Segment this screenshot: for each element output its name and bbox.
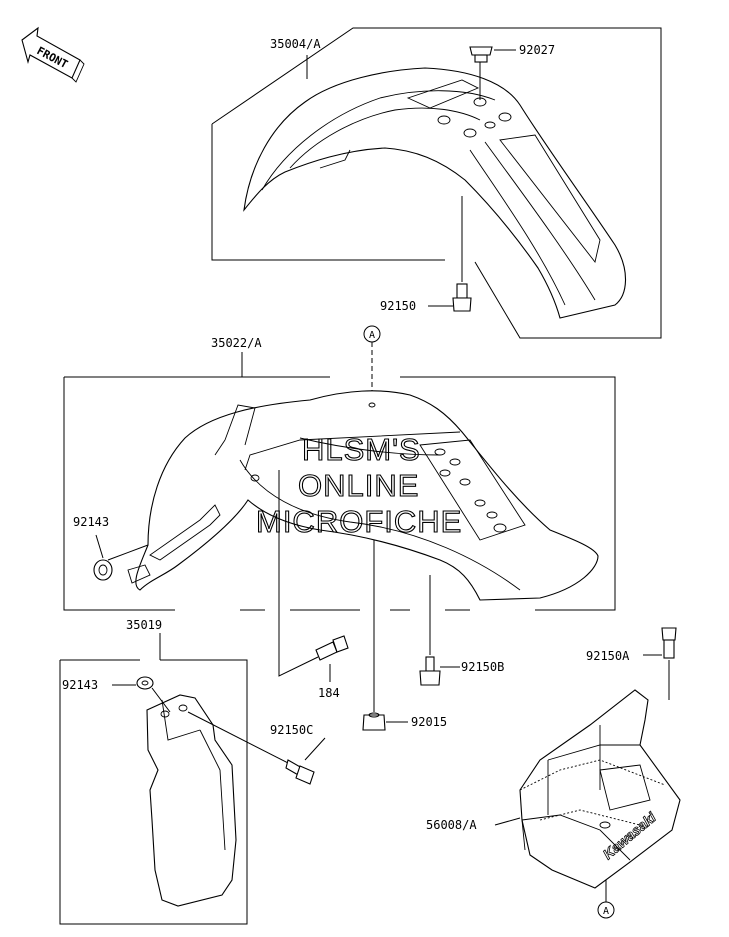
svg-text:ONLINE: ONLINE bbox=[298, 468, 419, 503]
ref-marker-a-bottom: A bbox=[597, 880, 615, 919]
part-92143-guard-label: 92143 bbox=[62, 678, 98, 692]
svg-text:HLSM'S: HLSM'S bbox=[302, 432, 421, 467]
front-arrow-icon: FRONT bbox=[21, 26, 85, 83]
part-92143-top-label: 92143 bbox=[73, 515, 109, 529]
part-35022-label: 35022/A bbox=[211, 336, 262, 350]
part-92015-label: 92015 bbox=[411, 715, 447, 729]
part-92027-label: 92027 bbox=[519, 43, 555, 57]
front-fender-lower bbox=[63, 376, 616, 611]
svg-text:A: A bbox=[603, 906, 609, 917]
part-184-label: 184 bbox=[318, 686, 340, 700]
ref-marker-a-top: A bbox=[363, 325, 381, 405]
fork-guard bbox=[59, 633, 326, 925]
part-56008-label: 56008/A bbox=[426, 818, 477, 832]
part-92150a-label: 92150A bbox=[586, 649, 630, 663]
nut-92015 bbox=[362, 540, 408, 731]
part-35019-label: 35019 bbox=[126, 618, 162, 632]
bolt-184 bbox=[278, 470, 349, 682]
part-92150c-label: 92150C bbox=[270, 723, 313, 737]
watermark: HLSM'S ONLINE MICROFICHE bbox=[255, 431, 462, 539]
number-plate-bag: Kawasaki bbox=[494, 627, 681, 889]
part-92150-label: 92150 bbox=[380, 299, 416, 313]
part-92150b-label: 92150B bbox=[461, 660, 504, 674]
svg-text:MICROFICHE: MICROFICHE bbox=[256, 504, 462, 539]
svg-text:A: A bbox=[369, 330, 375, 341]
front-fender-upper bbox=[211, 27, 662, 339]
part-35004-label: 35004/A bbox=[270, 37, 321, 51]
bolt-92150b bbox=[419, 575, 460, 686]
